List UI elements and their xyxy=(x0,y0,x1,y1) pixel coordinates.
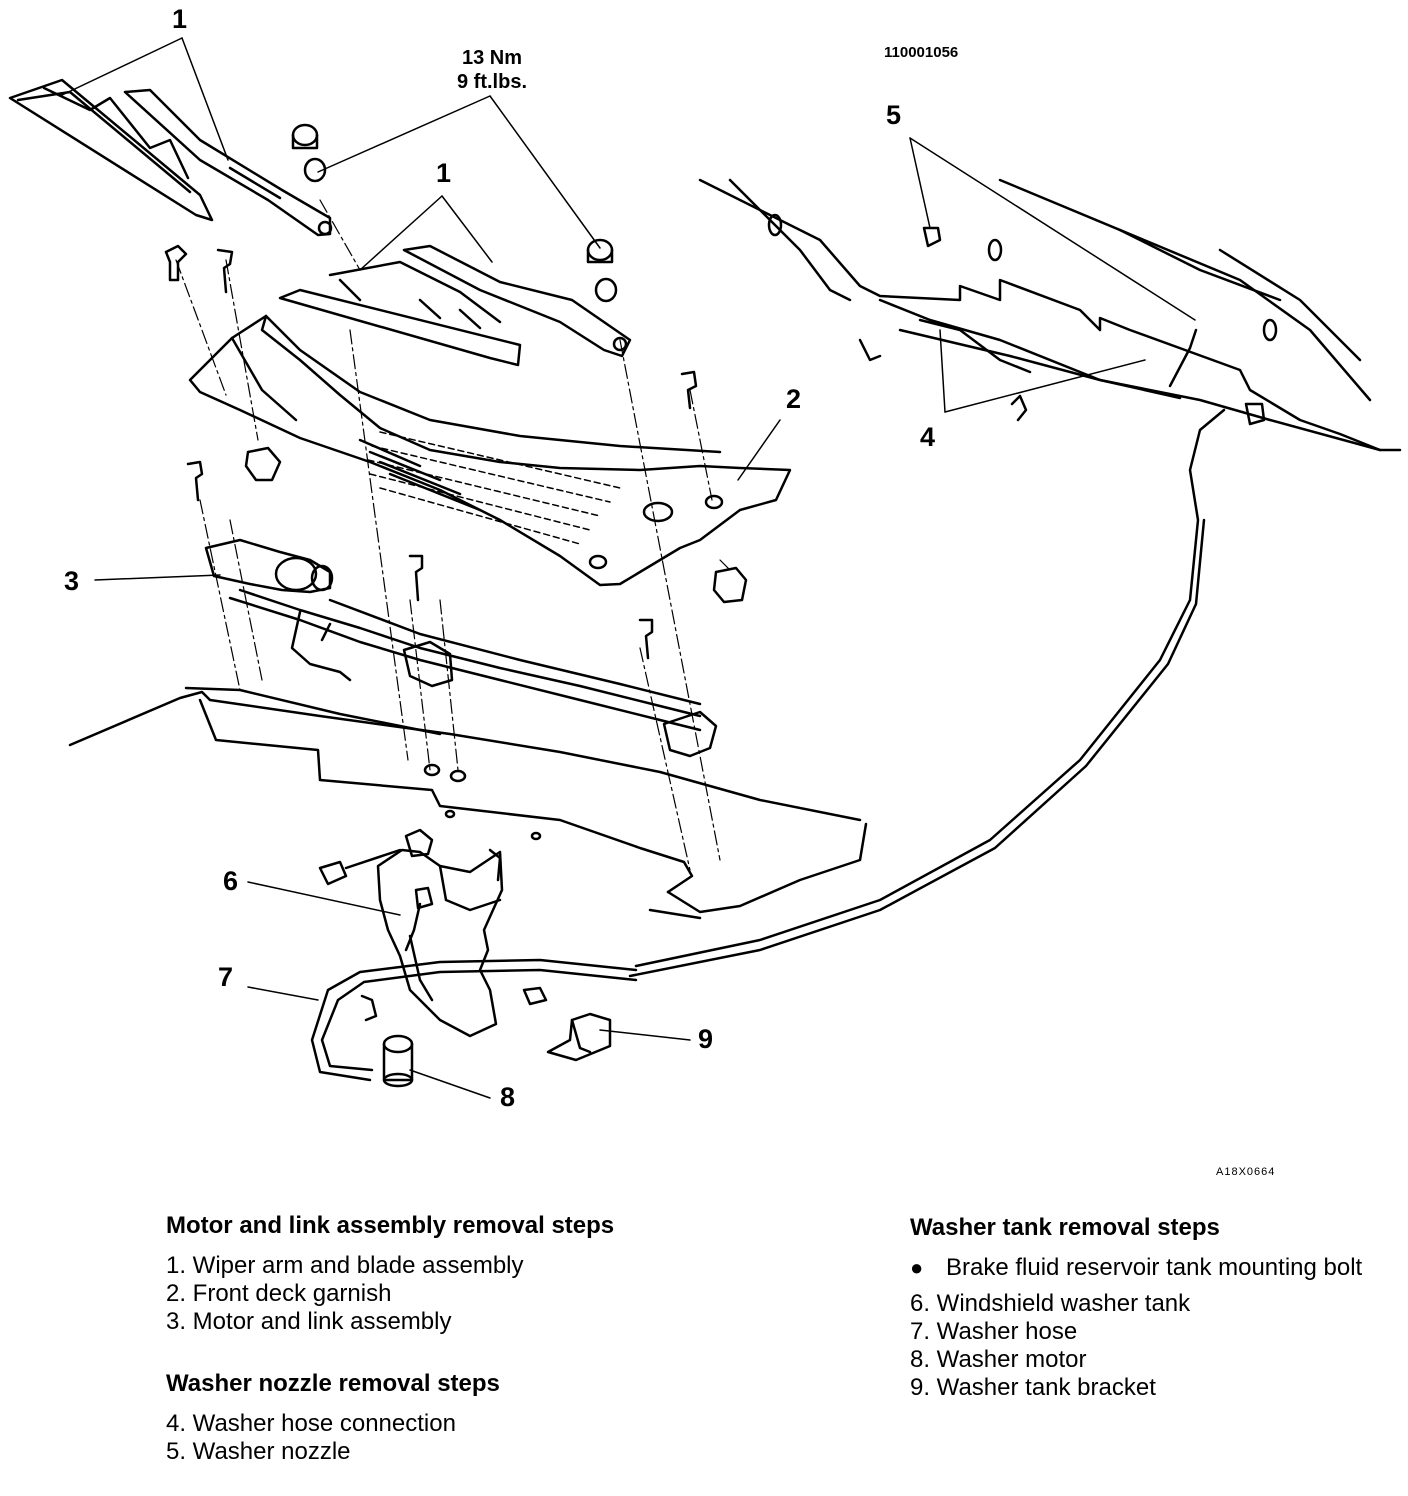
list-item: 2. Front deck garnish xyxy=(166,1280,392,1307)
bullet-item: ● Brake fluid reservoir tank mounting bo… xyxy=(910,1254,1396,1282)
hood-panel xyxy=(698,178,1402,452)
list-item: 6. Windshield washer tank xyxy=(910,1290,1191,1317)
washer-nozzle-removal-title: Washer nozzle removal steps xyxy=(166,1370,500,1397)
wiper-blade-left xyxy=(8,78,333,237)
list-item: 3. Motor and link assembly xyxy=(166,1308,452,1335)
washer-motor xyxy=(360,994,414,1088)
motor-link-removal-title: Motor and link assembly removal steps xyxy=(166,1212,615,1239)
exploded-view-diagram xyxy=(8,37,1402,1099)
list-item: 4. Washer hose connection xyxy=(166,1410,456,1437)
list-item: 9. Washer tank bracket xyxy=(910,1374,1156,1401)
motor-link-removal-list: 1. Wiper arm and blade assembly 2. Front… xyxy=(166,1252,654,1336)
callout-5-nozzle: 5 xyxy=(886,100,902,130)
bullet-item-text: Brake fluid reservoir tank mounting bolt xyxy=(946,1254,1363,1281)
cowl-body-panel xyxy=(68,686,868,920)
callout-9-bracket: 9 xyxy=(698,1024,714,1054)
washer-nozzle-removal-list: 4. Washer hose connection 5. Washer nozz… xyxy=(166,1410,654,1466)
list-item: 5. Washer nozzle xyxy=(166,1438,351,1465)
bullet-dot-icon: ● xyxy=(910,1255,924,1280)
washer-hose xyxy=(310,408,1226,1082)
list-item: 1. Wiper arm and blade assembly xyxy=(166,1252,524,1279)
motor-link-assembly xyxy=(204,538,718,758)
cap-nuts xyxy=(291,123,618,303)
callout-3-motor: 3 xyxy=(64,566,80,596)
torque-ftlbs: 9 ft.lbs. xyxy=(456,71,527,93)
leader-lines xyxy=(59,37,1196,1099)
washer-tank-removal-section: Washer tank removal steps ● Brake fluid … xyxy=(910,1214,1396,1402)
callout-6-tank: 6 xyxy=(223,866,239,896)
image-code: A18X0664 xyxy=(1216,1166,1276,1178)
motor-link-removal-section: Motor and link assembly removal steps 1.… xyxy=(166,1212,654,1466)
callout-4-hose-connection: 4 xyxy=(920,422,936,452)
callout-8-motor: 8 xyxy=(500,1082,516,1112)
alignment-lines xyxy=(175,199,731,871)
callout-1-wiper-left: 1 xyxy=(172,4,188,34)
torque-nm: 13 Nm xyxy=(461,47,523,69)
callout-2-garnish: 2 xyxy=(786,384,802,414)
washer-tank-bracket xyxy=(522,986,612,1062)
clips-and-screws xyxy=(164,226,942,660)
torque-spec: 13 Nm 9 ft.lbs. xyxy=(430,46,554,94)
wiper-blade-center xyxy=(278,244,632,367)
figure-code: 110001056 xyxy=(884,44,959,61)
list-item: 7. Washer hose xyxy=(910,1318,1078,1345)
front-deck-garnish xyxy=(188,314,792,587)
windshield-washer-tank xyxy=(318,828,504,1038)
callout-1-wiper-center: 1 xyxy=(436,158,452,188)
washer-tank-removal-title: Washer tank removal steps xyxy=(910,1214,1220,1241)
list-item: 8. Washer motor xyxy=(910,1346,1087,1373)
washer-tank-removal-list: 6. Windshield washer tank 7. Washer hose… xyxy=(910,1290,1396,1402)
callout-7-hose: 7 xyxy=(218,962,234,992)
